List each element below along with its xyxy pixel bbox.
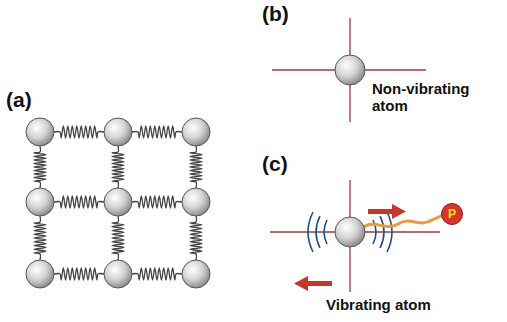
- atom: [104, 118, 132, 146]
- phosphorus-ball: P: [441, 203, 463, 225]
- spring: [54, 126, 104, 138]
- spring: [132, 126, 182, 138]
- tether-line: [362, 216, 441, 228]
- caption-text: Non-vibrating atom: [372, 80, 484, 115]
- panel-label: (c): [262, 152, 288, 176]
- node-text: P: [448, 208, 456, 220]
- panel-label: (a): [6, 88, 32, 112]
- spring: [34, 216, 46, 260]
- motion-arrows: [294, 204, 406, 291]
- atom: [182, 260, 210, 288]
- spring-lattice: [34, 126, 202, 280]
- spring: [190, 146, 202, 188]
- spring: [132, 196, 182, 208]
- atom: [335, 55, 365, 85]
- spring: [112, 146, 124, 188]
- spring: [54, 268, 104, 280]
- caption-text: Vibrating atom: [326, 296, 431, 313]
- atom: [335, 217, 365, 247]
- atom: [104, 188, 132, 216]
- atom: [26, 188, 54, 216]
- spring: [190, 216, 202, 260]
- panel-label: (b): [262, 2, 289, 26]
- atom: [104, 260, 132, 288]
- atom: [26, 260, 54, 288]
- atom: [182, 188, 210, 216]
- spring: [132, 268, 182, 280]
- spring: [54, 196, 104, 208]
- vibration-arcs: [308, 212, 392, 252]
- lattice-atoms: [26, 118, 210, 288]
- atom: [26, 118, 54, 146]
- spring: [112, 216, 124, 260]
- atom: [182, 118, 210, 146]
- spring: [34, 146, 46, 188]
